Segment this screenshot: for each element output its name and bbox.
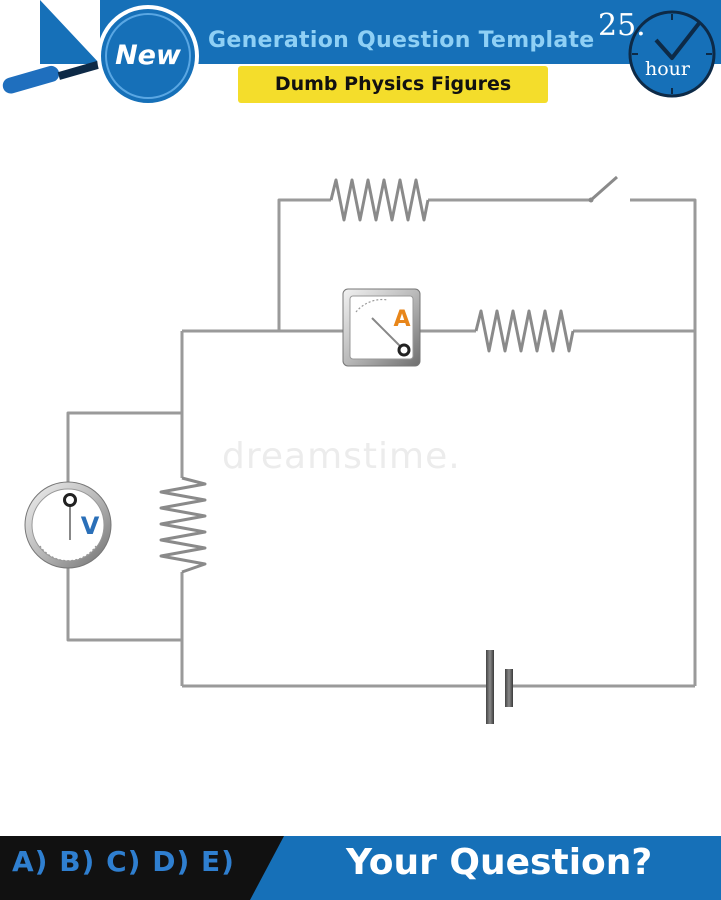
header-graphics — [2, 0, 716, 107]
new-badge — [97, 5, 199, 107]
magnifier-icon — [2, 59, 105, 94]
clock-unit: hour — [645, 58, 690, 80]
resistor-top — [329, 178, 430, 222]
answer-options: A) B) C) D) E) — [12, 845, 235, 878]
battery — [486, 650, 513, 724]
ammeter — [342, 288, 421, 367]
ammeter-label: A — [393, 307, 410, 332]
switch — [588, 175, 618, 203]
question-placeholder: Your Question? — [346, 842, 653, 883]
footer-question-bar — [300, 836, 721, 900]
clock-icon — [628, 10, 716, 98]
new-badge-label: New — [115, 40, 181, 71]
subtitle-bar — [238, 66, 548, 103]
clock-number: 25. — [598, 8, 646, 43]
voltmeter-label: V — [81, 512, 100, 540]
resistor-middle — [474, 309, 575, 353]
circuit-diagram: A V — [24, 175, 697, 724]
wires — [66, 198, 697, 688]
page-title: Generation Question Template — [208, 28, 595, 53]
watermark: dreamstime. — [222, 436, 461, 477]
resistor-left — [159, 476, 207, 574]
page-subtitle: Dumb Physics Figures — [274, 73, 512, 95]
voltmeter — [24, 481, 112, 569]
footer-divider — [250, 836, 330, 900]
